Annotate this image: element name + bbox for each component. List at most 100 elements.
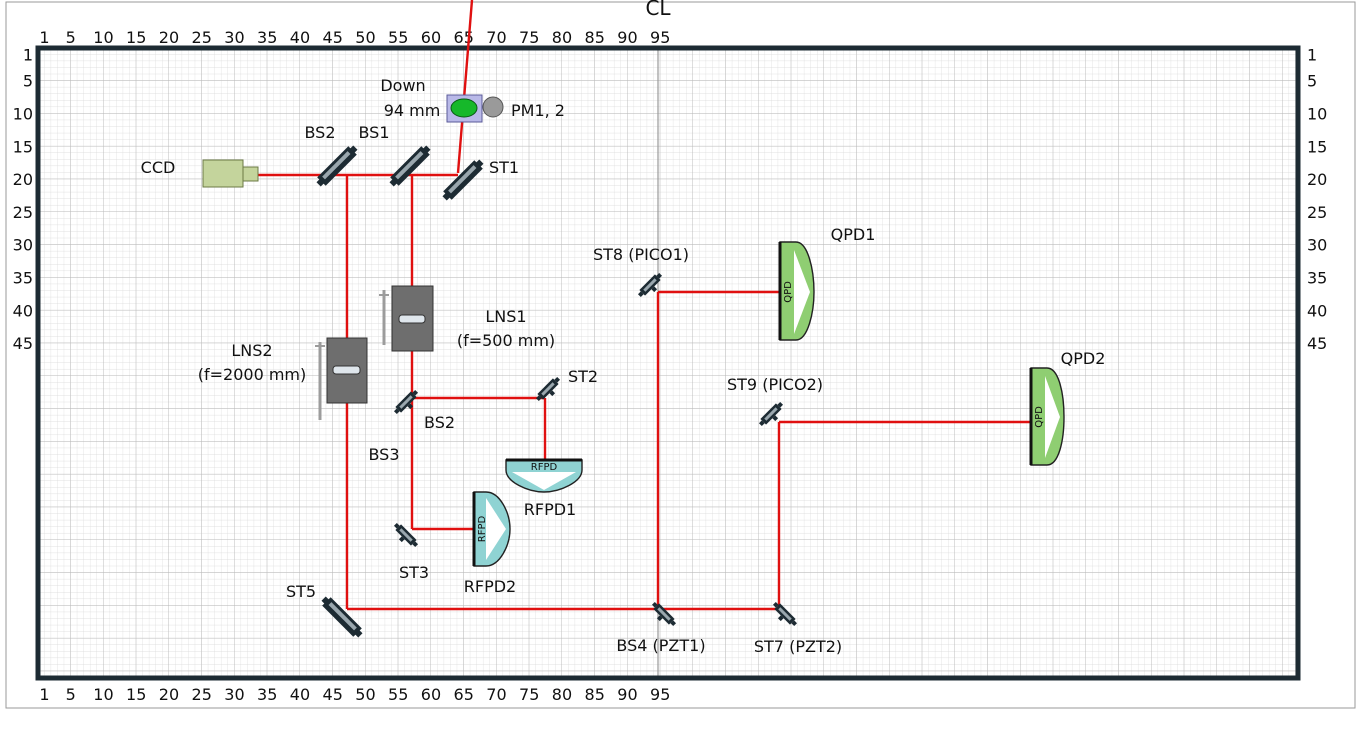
label-bs1: BS1	[358, 123, 389, 142]
qpd2-detector-icon: QPD	[1029, 367, 1065, 466]
label-st5: ST5	[286, 582, 316, 601]
y-tick-right-30: 30	[1307, 236, 1327, 255]
mirror-bs1-icon	[389, 145, 431, 187]
x-tick-top-30: 30	[224, 28, 244, 47]
mirror-bs2-top-icon	[316, 145, 358, 187]
laser-beams	[258, 0, 1031, 611]
y-tick-left-30: 30	[13, 236, 33, 255]
x-tick-bottom-85: 85	[585, 685, 605, 704]
x-tick-bottom-45: 45	[323, 685, 343, 704]
x-tick-bottom-60: 60	[421, 685, 441, 704]
x-tick-top-40: 40	[290, 28, 310, 47]
board-frame	[35, 45, 1301, 681]
x-tick-bottom-25: 25	[192, 685, 212, 704]
x-tick-top-20: 20	[159, 28, 179, 47]
label-lns2-focal: (f=2000 mm)	[198, 365, 307, 384]
large-mirrors	[316, 145, 484, 638]
x-tick-bottom-75: 75	[519, 685, 539, 704]
mirror-st5-icon	[321, 596, 363, 638]
label-bs4: BS4 (PZT1)	[616, 636, 705, 655]
x-tick-top-1: 1	[39, 28, 49, 47]
y-tick-left-5: 5	[23, 72, 33, 91]
x-tick-bottom-55: 55	[388, 685, 408, 704]
label-st3: ST3	[399, 563, 429, 582]
lens-lns2-icon	[315, 337, 368, 420]
label-st9: ST9 (PICO2)	[727, 375, 823, 394]
major-grid	[38, 48, 1298, 678]
x-tick-bottom-90: 90	[617, 685, 637, 704]
rfpd1-detector-icon: RFPD	[505, 458, 583, 493]
label-lns1-name: LNS1	[485, 307, 526, 326]
x-tick-bottom-80: 80	[552, 685, 572, 704]
qpd2-inner-label: QPD	[1034, 406, 1045, 428]
x-tick-top-80: 80	[552, 28, 572, 47]
label-lns2-name: LNS2	[231, 341, 272, 360]
outer-border	[5, 1, 1356, 709]
x-tick-top-75: 75	[519, 28, 539, 47]
x-tick-top-60: 60	[421, 28, 441, 47]
label-qpd1: QPD1	[831, 225, 876, 244]
qpd1-inner-label: QPD	[783, 281, 794, 303]
label-ccd: CCD	[141, 158, 176, 177]
beam-input	[456, 0, 474, 174]
x-tick-bottom-1: 1	[39, 685, 49, 704]
y-tick-right-5: 5	[1307, 72, 1317, 91]
y-tick-right-40: 40	[1307, 301, 1327, 320]
y-tick-left-45: 45	[13, 334, 33, 353]
label-bs2-mid: BS2	[424, 413, 455, 432]
y-tick-left-25: 25	[13, 203, 33, 222]
x-tick-top-65: 65	[454, 28, 474, 47]
label-rfpd1: RFPD1	[524, 500, 576, 519]
x-tick-bottom-10: 10	[93, 685, 113, 704]
label-bs3: BS3	[368, 445, 399, 464]
center-line-label: CL	[645, 0, 671, 20]
label-st2: ST2	[568, 367, 598, 386]
y-tick-left-20: 20	[13, 170, 33, 189]
y-tick-right-20: 20	[1307, 170, 1327, 189]
x-tick-bottom-15: 15	[126, 685, 146, 704]
x-tick-bottom-70: 70	[486, 685, 506, 704]
qpd1-detector-icon: QPD	[778, 241, 815, 341]
y-tick-left-1: 1	[23, 46, 33, 65]
down-mirror-pickoff-icon	[446, 94, 483, 123]
label-st7: ST7 (PZT2)	[754, 637, 842, 656]
x-tick-top-85: 85	[585, 28, 605, 47]
label-st8: ST8 (PICO1)	[593, 245, 689, 264]
y-tick-right-10: 10	[1307, 105, 1327, 124]
label-rfpd2: RFPD2	[464, 577, 516, 596]
y-tick-right-25: 25	[1307, 203, 1327, 222]
power-meter-icon	[482, 96, 504, 118]
rfpd2-inner-label: RFPD	[477, 515, 488, 542]
x-tick-bottom-95: 95	[650, 685, 670, 704]
x-tick-bottom-40: 40	[290, 685, 310, 704]
y-tick-right-45: 45	[1307, 334, 1327, 353]
x-tick-top-15: 15	[126, 28, 146, 47]
ccd-camera-icon	[202, 159, 259, 188]
y-tick-right-1: 1	[1307, 46, 1317, 65]
y-tick-left-40: 40	[13, 301, 33, 320]
y-tick-left-15: 15	[13, 137, 33, 156]
x-tick-top-10: 10	[93, 28, 113, 47]
x-tick-top-45: 45	[323, 28, 343, 47]
label-st1: ST1	[489, 158, 519, 177]
x-tick-top-50: 50	[355, 28, 375, 47]
x-tick-top-25: 25	[192, 28, 212, 47]
label-down-line1: Down	[380, 76, 425, 95]
rfpd1-inner-label: RFPD	[531, 462, 558, 473]
x-tick-top-95: 95	[650, 28, 670, 47]
x-tick-bottom-65: 65	[454, 685, 474, 704]
x-tick-top-55: 55	[388, 28, 408, 47]
label-down-line2: 94 mm	[384, 101, 441, 120]
x-tick-bottom-20: 20	[159, 685, 179, 704]
y-tick-left-35: 35	[13, 269, 33, 288]
x-tick-top-70: 70	[486, 28, 506, 47]
mirror-st1-icon	[442, 159, 484, 201]
x-tick-bottom-30: 30	[224, 685, 244, 704]
y-tick-right-35: 35	[1307, 269, 1327, 288]
